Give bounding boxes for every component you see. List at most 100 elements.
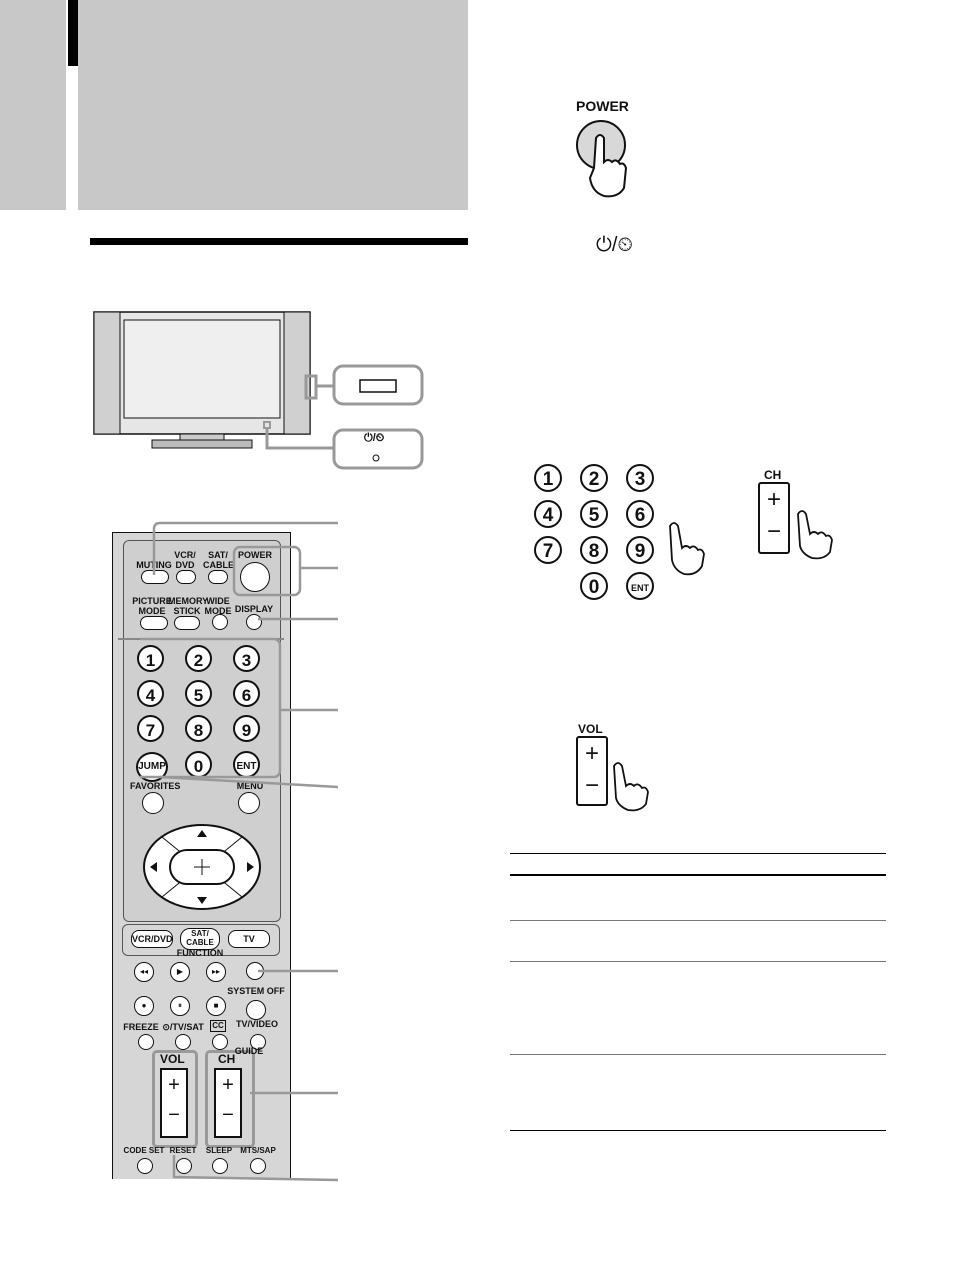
ch-hand-icon [797,510,833,560]
freeze-button[interactable] [138,1034,154,1050]
numpad-illustration-6-key: 6 [626,500,654,528]
cc-button[interactable] [212,1034,228,1050]
code-set-label: CODE SET [123,1146,165,1155]
numpad-illustration-1-key: 1 [534,464,562,492]
ch-highlight [205,1050,255,1148]
sat-cable-button[interactable] [208,570,228,584]
system-off-label: SYSTEM OFF [227,986,285,996]
vol-highlight [152,1050,198,1148]
remote-number-7-button[interactable]: 7 [137,715,164,742]
numpad-illustration-9-key: 9 [626,536,654,564]
remote-number-1-button[interactable]: 1 [137,645,164,672]
tv-illustration [93,311,424,470]
remote-number-9-button[interactable]: 9 [233,715,260,742]
function-tv-button[interactable]: TV [228,930,270,948]
table-row-rule [510,920,886,921]
ch-rocker-illustration: +− [758,482,790,554]
reset-label: RESET [169,1146,197,1155]
menu-button[interactable] [238,792,260,814]
cc-label: CC [210,1020,226,1032]
tv-video-button[interactable] [250,1034,266,1050]
remote-number-5-button[interactable]: 5 [185,680,212,707]
table-bottom-rule [510,1130,886,1131]
remote-number-6-button[interactable]: 6 [233,680,260,707]
favorites-label: FAVORITES [130,781,181,791]
sleep-label: SLEEP [205,1146,233,1155]
chapter-tab-marker-light [68,66,78,210]
tv-sat-label: ⊙/TV/SAT [162,1022,204,1032]
chapter-tab-separator [66,0,68,210]
vcr-dvd-button[interactable] [176,570,196,584]
numpad-illustration-4-key: 4 [534,500,562,528]
memory-stick-button[interactable] [174,616,200,630]
freeze-label: FREEZE [123,1022,159,1032]
function-sat-cable-button[interactable]: SAT/ CABLE [180,928,220,950]
vol-rocker-illustration: +− [576,736,608,806]
power-button-hand-icon [576,120,628,198]
ch-illustration-label: CH [764,468,782,482]
picture-mode-button[interactable] [140,616,168,630]
vcr-dvd-label: VCR/ DVD [174,550,196,570]
pointing-hand-icon [669,522,705,576]
chapter-tab-marker [68,0,78,66]
record-button[interactable]: ● [134,996,154,1016]
navigation-pad[interactable] [140,822,264,912]
numpad-illustration-8-key: 8 [580,536,608,564]
sat-cable-label: SAT/ CABLE [203,550,234,570]
rewind-button[interactable]: ◂◂ [134,962,154,982]
mts-sap-button[interactable] [250,1158,266,1174]
remote-vol-rocker[interactable]: +− [160,1068,188,1138]
remote-number-8-button[interactable]: 8 [185,715,212,742]
function-vcr-dvd-button[interactable]: VCR/DVD [131,930,173,948]
power-label: POWER [237,550,272,560]
system-off-button[interactable] [246,1000,266,1020]
vol-illustration-label: VOL [578,722,603,736]
numpad-illustration-5-key: 5 [580,500,608,528]
wide-mode-label: WIDE MODE [204,596,232,616]
mts-sap-label: MTS/SAP [240,1146,276,1155]
play-button[interactable]: ▶ [170,962,190,982]
reset-button[interactable] [176,1158,192,1174]
guide-label: GUIDE [234,1046,264,1056]
remote-number-4-button[interactable]: 4 [137,680,164,707]
code-set-button[interactable] [137,1158,153,1174]
numpad-illustration-0-key: 0 [580,572,608,600]
numpad-illustration-ent-key: ENT [626,572,654,600]
tv-standby-symbol: ⏻/⏲ [364,432,385,444]
table-header-rule [510,874,886,876]
remote-number-3-button[interactable]: 3 [233,645,260,672]
standby-symbol: ⏻/⏲ [596,234,633,256]
numpad-illustration-3-key: 3 [626,464,654,492]
callout-lines [140,521,339,1182]
display-label: DISPLAY [234,604,274,614]
vol-hand-icon [613,762,649,812]
function-label: FUNCTION [176,948,224,958]
pause-button[interactable]: ⏸ [170,996,190,1016]
table-top-rule [510,853,886,854]
numpad-illustration-7-key: 7 [534,536,562,564]
memory-stick-label: MEMORY STICK [168,596,209,616]
remote-number-2-button[interactable]: 2 [185,645,212,672]
favorites-button[interactable] [142,792,164,814]
picture-mode-label: PICTURE MODE [132,596,172,616]
remote-vol-label: VOL [160,1052,185,1066]
tv-sat-button[interactable] [175,1034,191,1050]
section-heading-rule [90,238,468,245]
function-panel [122,924,280,956]
remote-ch-label: CH [218,1052,236,1066]
stop-button[interactable]: ■ [206,996,226,1016]
menu-label: MENU [236,781,264,791]
wide-mode-button[interactable] [212,614,228,630]
tv-video-label: TV/VIDEO [235,1019,278,1029]
remote-ch-rocker[interactable]: +− [214,1068,242,1138]
table-row-rule [510,1054,886,1055]
chapter-tab [0,0,468,210]
table-row-rule [510,961,886,962]
power-button[interactable] [240,562,270,592]
sleep-button[interactable] [212,1158,228,1174]
fast-forward-button[interactable]: ▸▸ [206,962,226,982]
remote-ent-button[interactable]: ENT [233,751,260,778]
power-illustration-label: POWER [576,98,629,114]
